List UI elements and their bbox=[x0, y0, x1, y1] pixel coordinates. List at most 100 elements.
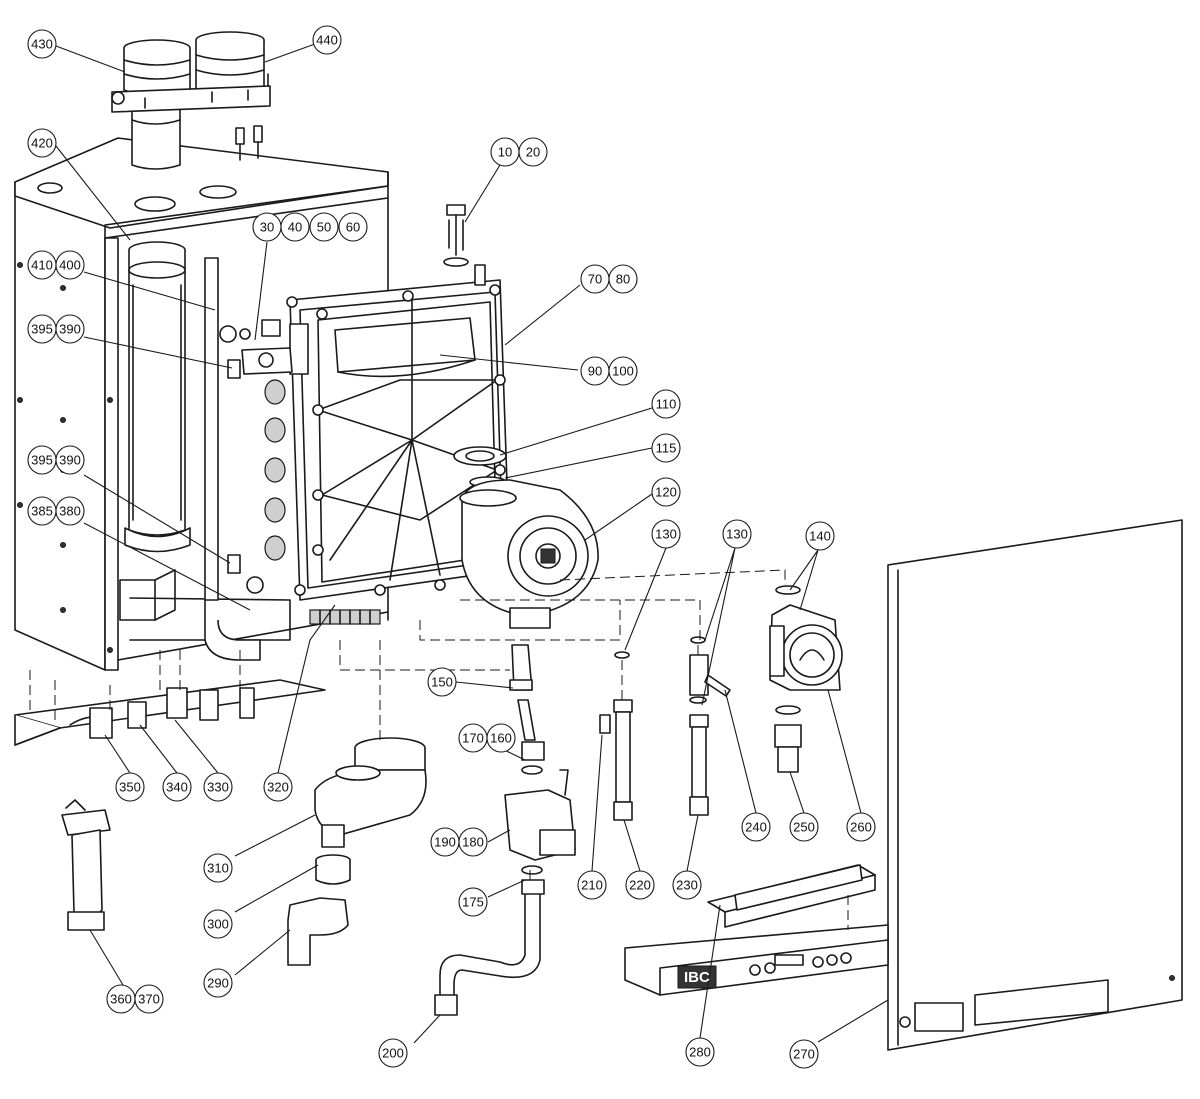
callout-number: 280 bbox=[689, 1045, 711, 1060]
callout-number: 430 bbox=[31, 37, 53, 52]
callout-number: 410 bbox=[31, 258, 53, 273]
callout-number: 270 bbox=[793, 1047, 815, 1062]
callout-circle bbox=[309, 212, 339, 242]
callout-number: 350 bbox=[119, 780, 141, 795]
callout-number: 200 bbox=[382, 1046, 404, 1061]
callout-number: 180 bbox=[462, 835, 484, 850]
callout-number: 340 bbox=[166, 780, 188, 795]
callout-380: 380 bbox=[55, 496, 85, 526]
assembly-guide-lines bbox=[29, 569, 889, 930]
front-casing-panel bbox=[887, 519, 1183, 1051]
callout-200: 200 bbox=[378, 1038, 408, 1068]
control-panel-logo: IBC bbox=[684, 969, 710, 986]
callout-number: 50 bbox=[317, 220, 331, 235]
callout-number: 310 bbox=[207, 861, 229, 876]
callout-number: 60 bbox=[346, 220, 360, 235]
callout-circle bbox=[203, 968, 233, 998]
callout-number: 290 bbox=[207, 976, 229, 991]
callout-390: 390 bbox=[55, 445, 85, 475]
circulation-pump bbox=[769, 585, 843, 773]
callout-circle bbox=[203, 853, 233, 883]
callout-number: 170 bbox=[462, 731, 484, 746]
callout-circle bbox=[203, 772, 233, 802]
callout-number: 40 bbox=[288, 220, 302, 235]
callout-160: 160 bbox=[486, 723, 516, 753]
callout-number: 395 bbox=[31, 453, 53, 468]
callout-circle bbox=[27, 314, 57, 344]
callout-110: 110 bbox=[651, 389, 681, 419]
callout-100: 100 bbox=[608, 356, 638, 386]
callout-number: 70 bbox=[588, 272, 602, 287]
callout-440: 440 bbox=[312, 25, 342, 55]
callout-number: 80 bbox=[616, 272, 630, 287]
callout-number: 370 bbox=[138, 992, 160, 1007]
callout-number: 30 bbox=[260, 220, 274, 235]
callout-80: 80 bbox=[608, 264, 638, 294]
callout-circle bbox=[312, 25, 342, 55]
callout-circle bbox=[651, 519, 681, 549]
callout-number: 230 bbox=[676, 878, 698, 893]
flue-adapter-assembly bbox=[111, 31, 271, 170]
callout-circle bbox=[625, 870, 655, 900]
callout-circle bbox=[805, 521, 835, 551]
callout-190: 190 bbox=[430, 827, 460, 857]
callout-420: 420 bbox=[27, 128, 57, 158]
callout-number: 175 bbox=[462, 895, 484, 910]
water-pipes bbox=[599, 636, 731, 821]
callout-number: 385 bbox=[31, 504, 53, 519]
callout-circle bbox=[741, 812, 771, 842]
callout-250: 250 bbox=[789, 812, 819, 842]
callout-130: 130 bbox=[722, 519, 752, 549]
callout-circle bbox=[134, 984, 164, 1014]
callout-370: 370 bbox=[134, 984, 164, 1014]
callout-circle bbox=[789, 1039, 819, 1069]
callout-395: 395 bbox=[27, 314, 57, 344]
callout-circle bbox=[518, 137, 548, 167]
callout-circle bbox=[608, 356, 638, 386]
callout-number: 440 bbox=[316, 33, 338, 48]
callout-395: 395 bbox=[27, 445, 57, 475]
control-panel bbox=[624, 864, 889, 996]
callout-number: 400 bbox=[59, 258, 81, 273]
callout-number: 220 bbox=[629, 878, 651, 893]
callout-number: 120 bbox=[655, 485, 677, 500]
condensate-trap bbox=[287, 737, 427, 966]
callout-circle bbox=[651, 477, 681, 507]
sensor-group bbox=[219, 319, 293, 594]
callout-circle bbox=[651, 433, 681, 463]
callout-circle bbox=[203, 909, 233, 939]
callout-circle bbox=[27, 496, 57, 526]
callout-220: 220 bbox=[625, 870, 655, 900]
callout-175: 175 bbox=[458, 887, 488, 917]
callout-number: 390 bbox=[59, 322, 81, 337]
flue-pipe bbox=[124, 241, 261, 661]
callout-130: 130 bbox=[651, 519, 681, 549]
callout-number: 395 bbox=[31, 322, 53, 337]
callout-50: 50 bbox=[309, 212, 339, 242]
callout-circle bbox=[685, 1037, 715, 1067]
callout-90: 90 bbox=[580, 356, 610, 386]
cabinet-chassis bbox=[14, 137, 389, 671]
condensate-siphon bbox=[61, 799, 111, 931]
callout-circle bbox=[115, 772, 145, 802]
callout-number: 390 bbox=[59, 453, 81, 468]
callout-circle bbox=[280, 212, 310, 242]
callout-number: 210 bbox=[581, 878, 603, 893]
callout-circle bbox=[378, 1038, 408, 1068]
fan-assembly bbox=[453, 446, 599, 629]
callout-number: 240 bbox=[745, 820, 767, 835]
callout-number: 100 bbox=[612, 364, 634, 379]
callout-410: 410 bbox=[27, 250, 57, 280]
callout-300: 300 bbox=[203, 909, 233, 939]
callout-circle bbox=[27, 250, 57, 280]
callout-number: 160 bbox=[490, 731, 512, 746]
callout-330: 330 bbox=[203, 772, 233, 802]
callout-circle bbox=[27, 128, 57, 158]
callout-circle bbox=[27, 29, 57, 59]
callout-230: 230 bbox=[672, 870, 702, 900]
callout-circle bbox=[263, 772, 293, 802]
callout-340: 340 bbox=[162, 772, 192, 802]
callout-number: 140 bbox=[809, 529, 831, 544]
callout-number: 10 bbox=[498, 145, 512, 160]
